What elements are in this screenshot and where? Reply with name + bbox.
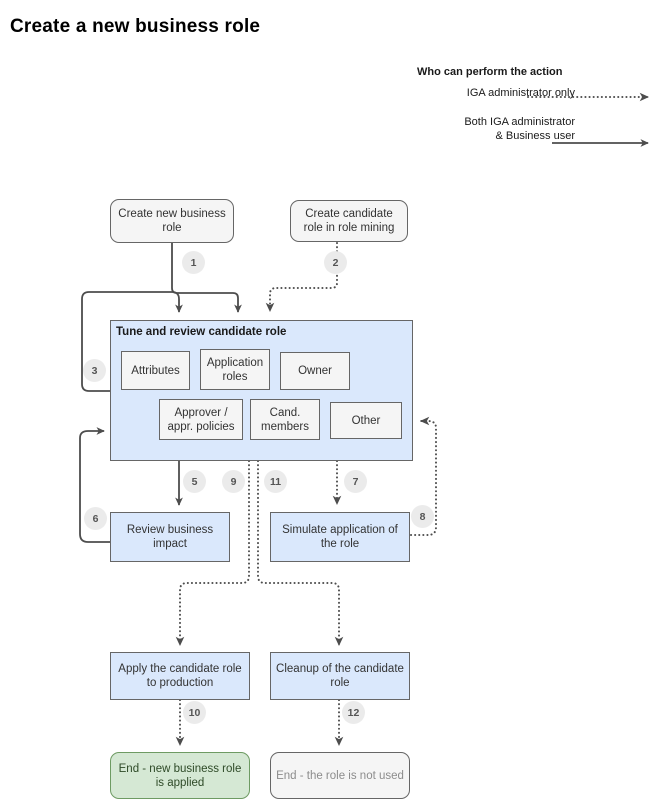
panel-title-tune-and-review: Tune and review candidate role bbox=[116, 326, 287, 338]
edge-6-path bbox=[79, 427, 111, 543]
edge-label-8: 8 bbox=[411, 505, 434, 528]
node-owner[interactable]: Owner bbox=[280, 352, 350, 390]
node-simulate-application[interactable]: Simulate application of the role bbox=[270, 512, 410, 562]
edge-label-7: 7 bbox=[344, 470, 367, 493]
legend-item-both-roles: Both IGA administrator & Business user bbox=[395, 115, 575, 143]
node-cleanup-candidate-role[interactable]: Cleanup of the candidate role bbox=[270, 652, 410, 700]
edge-11-path bbox=[257, 460, 344, 646]
node-other[interactable]: Other bbox=[330, 402, 402, 439]
legend-item-both-roles-line2: & Business user bbox=[495, 130, 575, 142]
edge-label-6: 6 bbox=[84, 507, 107, 530]
edge-label-11: 11 bbox=[264, 470, 287, 493]
node-cand-members[interactable]: Cand. members bbox=[250, 399, 320, 440]
node-application-roles[interactable]: Application roles bbox=[200, 349, 270, 390]
node-review-business-impact[interactable]: Review business impact bbox=[110, 512, 230, 562]
edge-label-10: 10 bbox=[183, 701, 206, 724]
legend-item-both-roles-line1: Both IGA administrator bbox=[464, 116, 575, 128]
legend-title: Who can perform the action bbox=[417, 66, 563, 78]
node-approver-policies[interactable]: Approver / appr. policies bbox=[159, 399, 243, 440]
node-end-new-business-role-applied[interactable]: End - new business role is applied bbox=[110, 752, 250, 799]
edge-label-3: 3 bbox=[83, 359, 106, 382]
page-title: Create a new business role bbox=[10, 16, 261, 37]
edge-2-path bbox=[265, 242, 338, 312]
edge-label-5: 5 bbox=[183, 470, 206, 493]
edge-3-path bbox=[81, 291, 183, 392]
edge-1-path bbox=[171, 243, 242, 313]
edge-label-2: 2 bbox=[324, 251, 347, 274]
node-end-role-not-used[interactable]: End - the role is not used bbox=[270, 752, 410, 799]
node-apply-candidate-role[interactable]: Apply the candidate role to production bbox=[110, 652, 250, 700]
edge-label-12: 12 bbox=[342, 701, 365, 724]
edge-9-path bbox=[175, 460, 250, 646]
edge-label-9: 9 bbox=[222, 470, 245, 493]
node-create-new-business-role[interactable]: Create new business role bbox=[110, 199, 234, 243]
edge-8-path bbox=[410, 416, 437, 536]
node-create-candidate-role[interactable]: Create candidate role in role mining bbox=[290, 200, 408, 242]
legend-item-iga-admin-only: IGA administrator only bbox=[466, 87, 575, 99]
edge-label-1: 1 bbox=[182, 251, 205, 274]
node-attributes[interactable]: Attributes bbox=[121, 351, 190, 390]
